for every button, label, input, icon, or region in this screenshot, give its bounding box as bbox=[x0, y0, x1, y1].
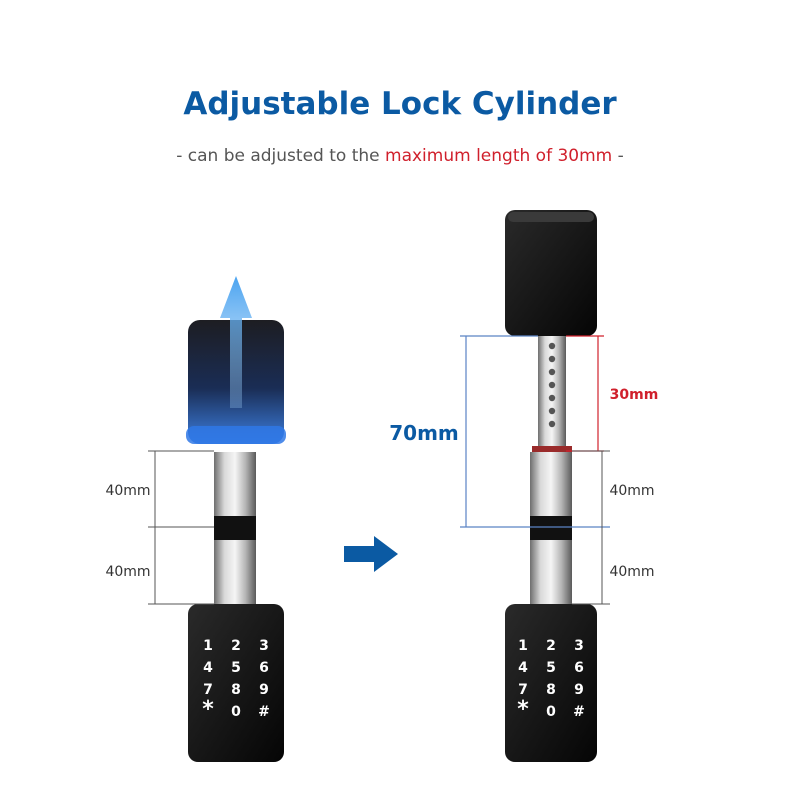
left-dim-upper: 40mm bbox=[105, 483, 150, 499]
right-keypad-key-11: # bbox=[573, 704, 585, 720]
right-keypad-body bbox=[505, 604, 597, 762]
left-keypad-key-7: 8 bbox=[231, 682, 241, 698]
subtitle-highlight: maximum length of 30mm bbox=[385, 146, 613, 166]
left-dimension-lines bbox=[148, 450, 214, 605]
left-lock: 1 2 3 4 5 6 7 8 9 * 0 # 40mm 40mm bbox=[105, 276, 286, 762]
extension-hole bbox=[548, 394, 556, 402]
dim-30mm-bracket bbox=[566, 335, 604, 452]
left-knob-glow bbox=[186, 426, 286, 444]
subtitle: - can be adjusted to the maximum length … bbox=[0, 146, 800, 166]
left-cylinder-bottom bbox=[214, 540, 256, 606]
extension-hole bbox=[548, 368, 556, 376]
left-keypad-key-9: * bbox=[202, 697, 214, 722]
dim-70mm-label: 70mm bbox=[389, 421, 459, 445]
right-arrow-icon bbox=[344, 536, 398, 572]
extension-hole bbox=[548, 342, 556, 350]
right-keypad-key-5: 6 bbox=[574, 660, 584, 676]
extension-hole bbox=[548, 381, 556, 389]
right-extension-bar bbox=[538, 336, 566, 452]
right-keypad-key-0: 1 bbox=[518, 638, 528, 654]
right-cylinder-top bbox=[530, 452, 572, 518]
left-keypad-key-2: 3 bbox=[259, 638, 269, 654]
extension-hole bbox=[548, 407, 556, 415]
left-keypad: 1 2 3 4 5 6 7 8 9 * 0 # bbox=[202, 638, 270, 722]
right-lock: 1 2 3 4 5 6 7 8 9 * 0 # 70mm 30mm 40mm 40mm bbox=[389, 210, 658, 762]
left-keypad-key-3: 4 bbox=[203, 660, 213, 676]
right-keypad-key-3: 4 bbox=[518, 660, 528, 676]
left-dim-lower: 40mm bbox=[105, 564, 150, 580]
right-cylinder-band bbox=[530, 516, 572, 542]
left-keypad-key-8: 9 bbox=[259, 682, 269, 698]
right-keypad-key-8: 9 bbox=[574, 682, 584, 698]
left-cylinder-band bbox=[214, 516, 256, 542]
left-keypad-key-11: # bbox=[258, 704, 270, 720]
right-keypad-key-4: 5 bbox=[546, 660, 556, 676]
dim-30mm-label: 30mm bbox=[610, 387, 659, 403]
right-knob bbox=[505, 210, 597, 336]
page-title: Adjustable Lock Cylinder bbox=[183, 86, 617, 122]
right-keypad-key-1: 2 bbox=[546, 638, 556, 654]
right-keypad-key-7: 8 bbox=[546, 682, 556, 698]
left-keypad-key-6: 7 bbox=[203, 682, 213, 698]
right-extension-collar bbox=[532, 446, 572, 454]
left-keypad-key-0: 1 bbox=[203, 638, 213, 654]
extension-hole bbox=[548, 355, 556, 363]
left-cylinder-top bbox=[214, 452, 256, 518]
left-keypad-key-4: 5 bbox=[231, 660, 241, 676]
right-keypad-key-2: 3 bbox=[574, 638, 584, 654]
right-dimension-lines bbox=[572, 450, 610, 605]
right-dim-lower: 40mm bbox=[609, 564, 654, 580]
extension-hole bbox=[548, 420, 556, 428]
right-cylinder-bottom bbox=[530, 540, 572, 606]
left-keypad-key-5: 6 bbox=[259, 660, 269, 676]
up-arrow-icon bbox=[220, 276, 252, 408]
right-keypad-key-9: * bbox=[517, 697, 529, 722]
right-keypad-key-6: 7 bbox=[518, 682, 528, 698]
right-dim-upper: 40mm bbox=[609, 483, 654, 499]
left-keypad-key-10: 0 bbox=[231, 704, 241, 720]
right-keypad-key-10: 0 bbox=[546, 704, 556, 720]
subtitle-prefix: - can be adjusted to the bbox=[176, 146, 386, 166]
left-keypad-key-1: 2 bbox=[231, 638, 241, 654]
extension-holes bbox=[548, 342, 556, 428]
right-keypad: 1 2 3 4 5 6 7 8 9 * 0 # bbox=[517, 638, 585, 722]
dim-70mm-bracket bbox=[460, 335, 610, 528]
right-knob-edge bbox=[508, 212, 594, 222]
left-keypad-body bbox=[188, 604, 284, 762]
subtitle-suffix: - bbox=[612, 146, 624, 166]
